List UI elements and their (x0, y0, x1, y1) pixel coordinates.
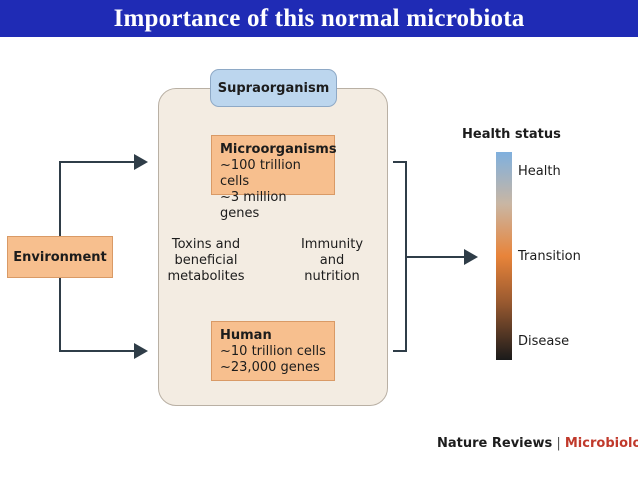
credit-subject: Microbiology (564, 436, 638, 451)
microorganisms-genes: ~3 million genes (220, 190, 287, 221)
credit-separator: | (556, 436, 561, 451)
health-label: Health (518, 164, 561, 179)
transition-label: Transition (518, 249, 581, 264)
supraorganism-label: Supraorganism (210, 69, 337, 107)
microorganisms-heading: Microorganisms (220, 142, 337, 157)
down-arrow-label: Toxins and beneficial metabolites (164, 237, 248, 285)
human-genes: ~23,000 genes (220, 360, 320, 375)
environment-box: Environment (7, 236, 113, 278)
health-gradient-bar (496, 152, 512, 360)
up-arrow-label-line: and (319, 253, 345, 268)
credit-journal: Nature Reviews (437, 436, 553, 451)
human-cells: ~10 trillion cells (220, 344, 326, 359)
env-upper-connector (59, 154, 148, 236)
disease-label: Disease (518, 334, 570, 349)
title-bar: Importance of this normal microbiota (0, 0, 638, 37)
env-lower-connector (59, 276, 148, 359)
up-arrow-label: Immunity and nutrition (297, 237, 367, 285)
up-arrow-label-line: Immunity (300, 237, 364, 252)
down-arrow-label-line: beneficial (174, 253, 238, 268)
environment-label: Environment (13, 249, 107, 265)
up-arrow-label-line: nutrition (304, 269, 360, 284)
outcome-bracket (393, 161, 407, 352)
health-status-title: Health status (462, 127, 561, 142)
down-arrow-label-line: Toxins and (171, 237, 241, 252)
source-credit: Nature Reviews | Microbiology (437, 436, 638, 451)
human-heading: Human (220, 328, 272, 343)
down-arrow-label-line: metabolites (167, 269, 245, 284)
microorganisms-box: Microorganisms ~100 trillion cells ~3 mi… (211, 135, 337, 221)
slide-title: Importance of this normal microbiota (113, 4, 525, 32)
human-box: Human ~10 trillion cells ~23,000 genes (211, 321, 335, 381)
microorganisms-cells: ~100 trillion cells (220, 158, 301, 189)
